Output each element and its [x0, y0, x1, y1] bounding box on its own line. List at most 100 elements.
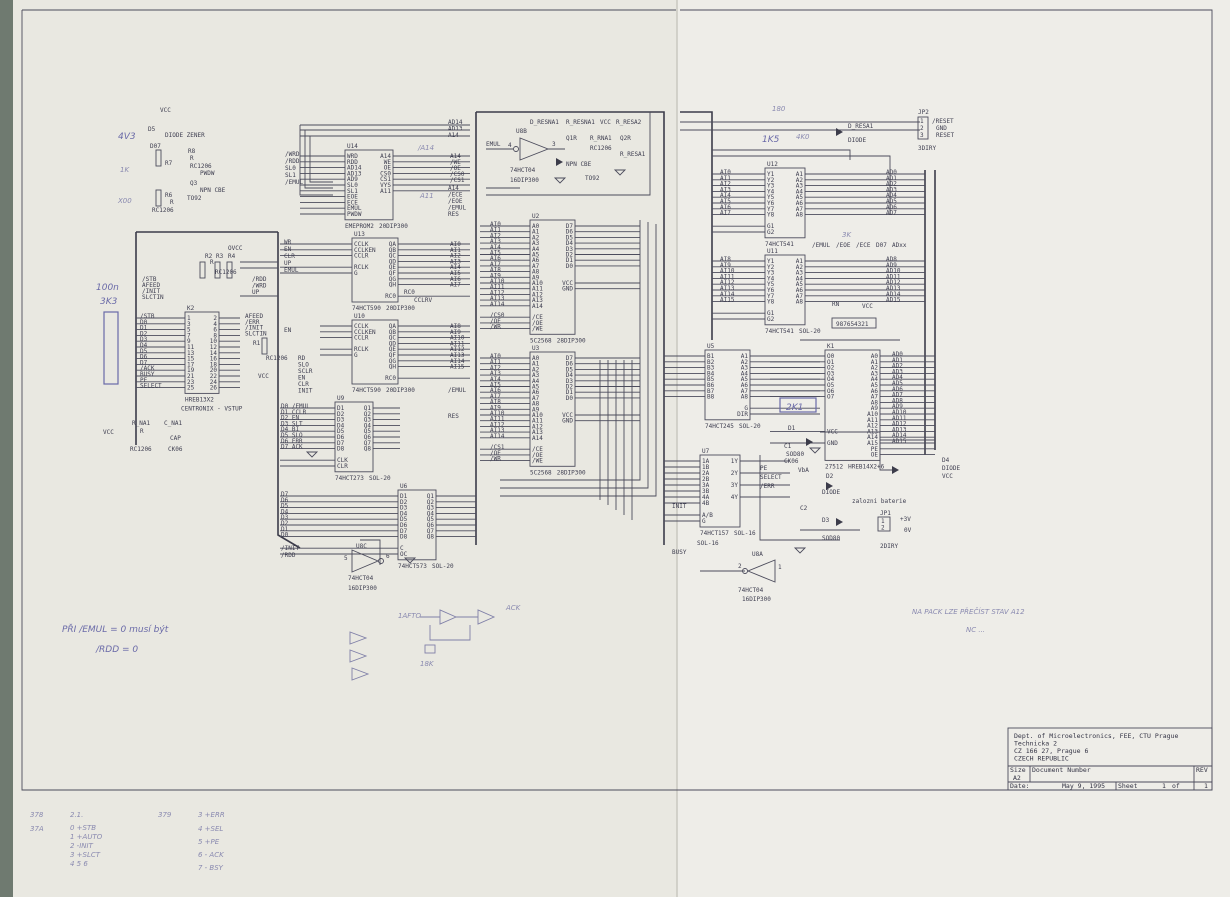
net-label: AI5 [720, 198, 731, 205]
pin-label: O6 [827, 388, 835, 395]
net-label: AD13 [448, 126, 463, 133]
pin-label: 2A [702, 470, 710, 477]
part-label-rn: RN [832, 301, 840, 308]
chip-ref: U11 [767, 248, 778, 255]
pin-label: 8 [213, 332, 217, 339]
bottom-note: 7 - BSY [198, 864, 224, 872]
jp1-note: zalozni baterie [852, 498, 907, 505]
ground-symbol [808, 447, 822, 454]
net-label: AI10 [490, 410, 505, 417]
net-label: AI5 [450, 270, 461, 277]
part-label-rc: VCC [103, 429, 114, 436]
chip-ref: U3 [532, 345, 540, 352]
net-label: AI1 [490, 227, 501, 234]
pin-label: 3B [702, 488, 710, 495]
pin-label: A6 [871, 388, 879, 395]
net-label: CLR [284, 253, 295, 260]
pin-label: A0 [532, 355, 540, 362]
net-label: /STB [142, 276, 157, 283]
bottom-note: 6 - ACK [198, 851, 225, 859]
net-label: AI13 [450, 352, 465, 359]
pin-label: A3 [741, 365, 749, 372]
pin-label: OC [400, 551, 408, 558]
chip-package: 20DIP300 [386, 387, 415, 394]
net-label: AD6 [886, 204, 897, 211]
bus-lines [135, 111, 936, 549]
net-label: AI2 [490, 232, 501, 239]
net-label: WR [284, 239, 292, 246]
jumper-jp1[interactable]: JP1 1 2 +3V 0V zalozni baterie 2DIRY [852, 498, 912, 550]
net-label: AI2 [450, 253, 461, 260]
pin-label: A7 [532, 263, 540, 270]
net-label: AI2 [490, 364, 501, 371]
pin-label: A8 [532, 401, 540, 408]
tb-org: Dept. of Microelectronics, FEE, CTU Prag… [1014, 732, 1178, 740]
part-label-rc: R [140, 428, 144, 435]
pin-label: A2 [532, 366, 540, 373]
pin-label: A10 [532, 280, 543, 287]
pin-label: A5 [796, 281, 804, 288]
u8a-type: 74HCT04 [738, 587, 764, 594]
pin-label: 1A [702, 458, 710, 465]
net-label: AD10 [892, 409, 907, 416]
handwritten-notes: PŘI /EMUL = 0 musí být /RDD = 0 NA PACK … [62, 105, 1025, 681]
pin-label: A2 [796, 177, 804, 184]
pin-label: 20 [210, 367, 218, 374]
net-label: AI6 [450, 276, 461, 283]
pin-label: QA [389, 241, 397, 248]
tb-size: A2 [1013, 774, 1021, 782]
net-label: AFEED [245, 313, 263, 320]
net-label: AI6 [720, 204, 731, 211]
part-label-reset: D_RESA1 [848, 123, 874, 130]
pin-label: 18 [210, 361, 218, 368]
net-label: AI14 [720, 291, 735, 298]
jumper-jp2[interactable]: JP2 1 2 3 /RESET GND RESET 3DIRY [917, 109, 954, 152]
net-label: AD3 [886, 186, 897, 193]
u8c-pin-in: 5 [344, 555, 348, 562]
resistor-symbol [155, 149, 162, 167]
net-label: AD9 [886, 262, 897, 269]
net-label: AI15 [720, 297, 735, 304]
chip-ref: U10 [354, 313, 365, 320]
note-rdd: /RDD = 0 [95, 645, 138, 655]
chip-package: SOL-16 [734, 530, 756, 537]
pin-label: Y1 [767, 258, 775, 265]
pin-label: 5 [187, 327, 191, 334]
chip-ref: U5 [707, 343, 715, 350]
net-label: CLR [298, 381, 309, 388]
net-label: AI1 [450, 247, 461, 254]
pin-label: A6 [796, 200, 804, 207]
part-label-batt: D2 [826, 473, 834, 480]
pin-label: B3 [707, 365, 715, 372]
net-label: PE [140, 377, 148, 384]
pin-label: D4 [566, 372, 574, 379]
part-label-reset: R_RNA1 [590, 135, 612, 142]
pin-label: D4 [566, 240, 574, 247]
pin-label: A/B [702, 512, 713, 519]
pin-label: 1Y [731, 458, 739, 465]
pin-label: 14 [210, 350, 218, 357]
pin-label: GND [827, 440, 838, 447]
net-label: D2 [281, 520, 289, 527]
net-label: AD3 [892, 368, 903, 375]
pin-label: G [744, 405, 748, 412]
net-label: AI3 [490, 370, 501, 377]
pin-label: CS1 [380, 176, 391, 183]
part-label-k2_misc: R2 [205, 253, 213, 260]
pin-label: RC0 [385, 293, 396, 300]
pin-label: D1 [566, 257, 574, 264]
pin-label: D2 [566, 252, 574, 259]
pin-label: /CE [532, 314, 543, 321]
resistor-symbol [214, 261, 221, 279]
net-label: AI1 [490, 359, 501, 366]
pin-label: 2 [213, 315, 217, 322]
pin-label: B7 [707, 388, 715, 395]
net-label: D3 [281, 514, 289, 521]
u8a-pin-out: 1 [778, 564, 782, 571]
pin-label: Q4 [427, 510, 435, 517]
note-1k5: 1K5 [762, 135, 780, 145]
bottom-note: 37A [30, 825, 44, 833]
pin-label: CS0 [380, 170, 391, 177]
